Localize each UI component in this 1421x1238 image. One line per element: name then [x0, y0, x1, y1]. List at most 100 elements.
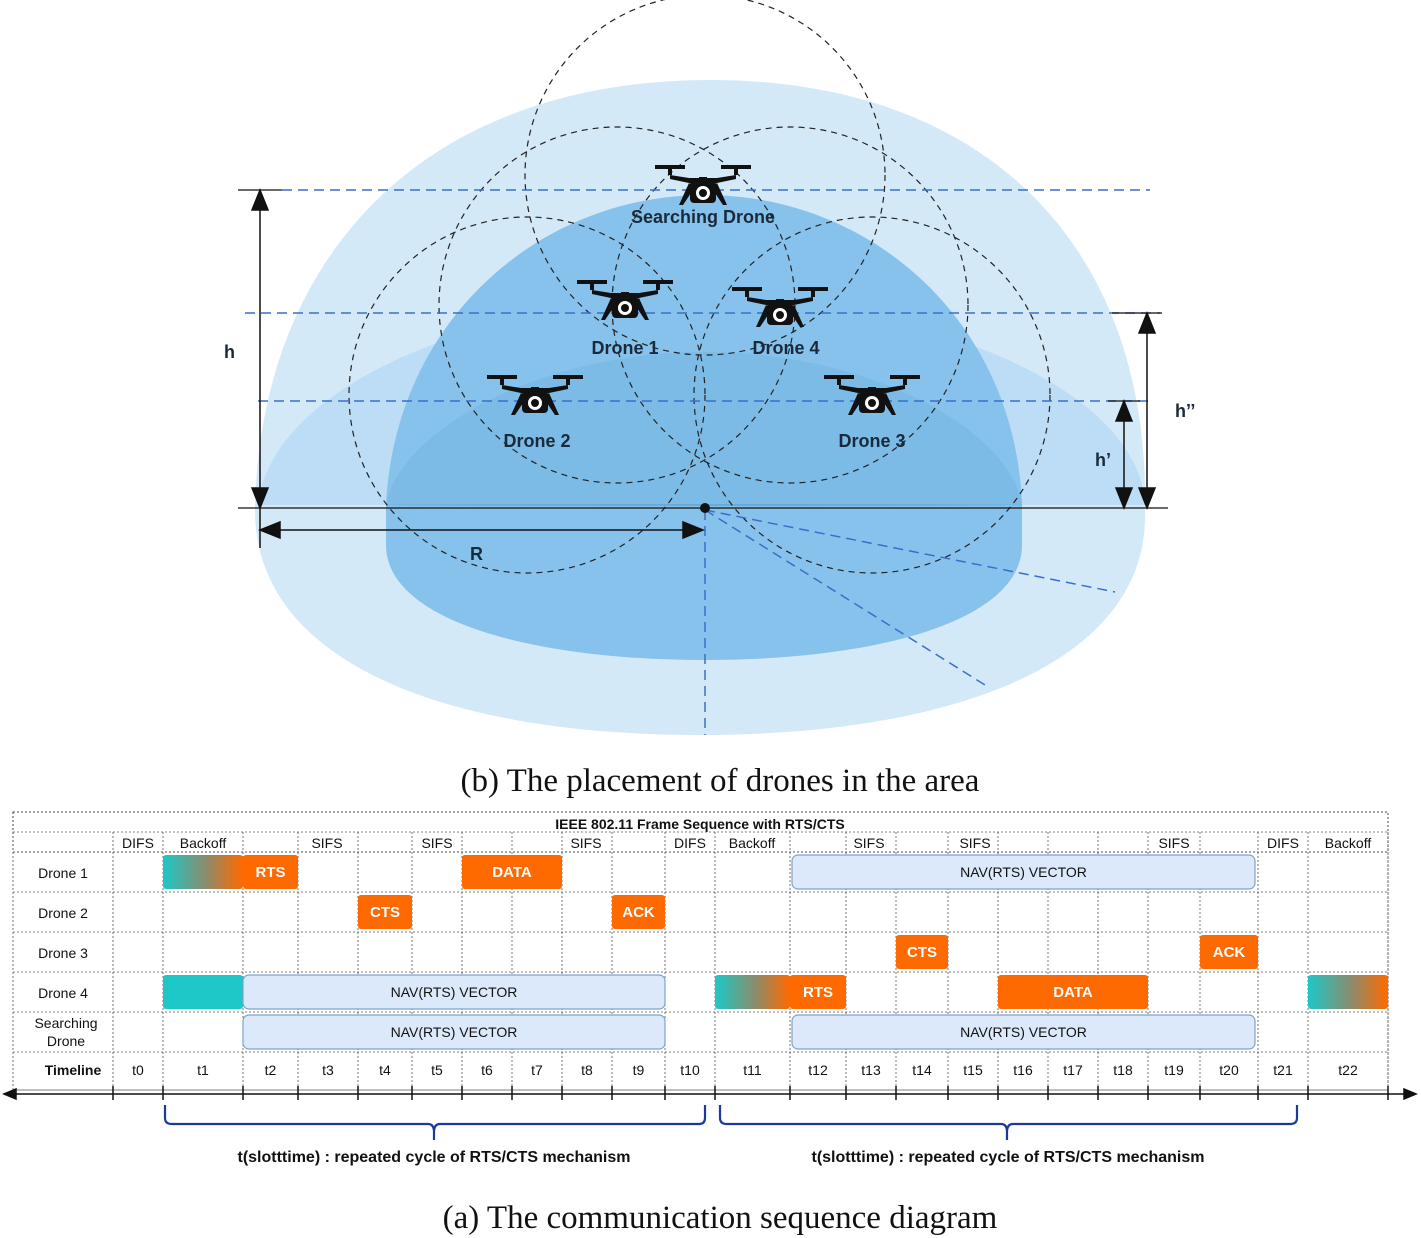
- drone4-nav-vector-label: NAV(RTS) VECTOR: [391, 984, 518, 1000]
- drone2-cts: [358, 895, 412, 929]
- drone4-data-label: DATA: [1053, 984, 1093, 1001]
- phase-label: SIFS: [1158, 835, 1189, 851]
- frames: RTS DATA NAV(RTS) VECTOR CTS ACK CTS ACK NAV(RT…: [163, 854, 1388, 1050]
- row-label-drone2: Drone 2: [38, 905, 88, 921]
- brace-label-2: t(slotttime) : repeated cycle of RTS/CTS…: [812, 1149, 1205, 1166]
- phase-label: SIFS: [853, 835, 884, 851]
- phase-labels: DIFS Backoff SIFS SIFS SIFS DIFS Backoff SIFS SI…: [122, 835, 1371, 851]
- label-r: R: [470, 544, 483, 564]
- time-label-t8: t8: [581, 1062, 593, 1078]
- searching-nav-vector-2: [791, 1014, 1256, 1050]
- time-label-t19: t19: [1164, 1062, 1184, 1078]
- phase-label: SIFS: [570, 835, 601, 851]
- time-label-t5: t5: [431, 1062, 443, 1078]
- timeline-axis: [2, 1087, 1418, 1101]
- caption-a: (a) The communication sequence diagram: [443, 1200, 998, 1236]
- row-label-drone1: Drone 1: [38, 865, 88, 881]
- ground-station-point: [700, 503, 710, 513]
- time-label-t9: t9: [633, 1062, 645, 1078]
- time-label-t12: t12: [808, 1062, 828, 1078]
- phase-label: DIFS: [674, 835, 706, 851]
- drone1-label: Drone 1: [591, 338, 658, 358]
- sequence-title: IEEE 802.11 Frame Sequence with RTS/CTS: [555, 816, 844, 832]
- drone1-rts-label: RTS: [256, 864, 286, 881]
- time-label-t21: t21: [1273, 1062, 1293, 1078]
- time-label-t20: t20: [1219, 1062, 1239, 1078]
- brace-label-1: t(slotttime) : repeated cycle of RTS/CTS…: [238, 1149, 631, 1166]
- phase-label: SIFS: [421, 835, 452, 851]
- time-label-t3: t3: [322, 1062, 334, 1078]
- drone1-nav-vector-label: NAV(RTS) VECTOR: [960, 864, 1087, 880]
- time-label-t13: t13: [861, 1062, 881, 1078]
- h-prime-arrow: [1114, 398, 1134, 511]
- drone3-ack-label: ACK: [1213, 944, 1246, 961]
- drone2-label: Drone 2: [503, 431, 570, 451]
- time-label-t7: t7: [531, 1062, 543, 1078]
- range-circles: [348, 0, 1051, 574]
- row-label-searching-line2: Drone: [47, 1033, 85, 1049]
- drone3-cts-label: CTS: [907, 944, 937, 961]
- label-h-double-prime: h’’: [1175, 401, 1195, 421]
- drone4-rts: [790, 975, 846, 1009]
- time-label-t0: t0: [132, 1062, 144, 1078]
- row-label-searching-line1: Searching: [34, 1015, 97, 1031]
- time-label-t11: t11: [743, 1062, 762, 1078]
- time-label-t2: t2: [265, 1062, 277, 1078]
- time-label-t10: t10: [680, 1062, 700, 1078]
- drone1-nav-vector: [791, 854, 1256, 890]
- brace-cycle-2: [718, 1105, 1299, 1140]
- placement-diagram: h h’’ h’ R Searching Drone Drone 1 Drone…: [224, 0, 1195, 735]
- row-label-timeline: Timeline: [45, 1062, 102, 1078]
- time-label-t22: t22: [1338, 1062, 1358, 1078]
- drone2-ack: [612, 895, 665, 929]
- sequence-diagram: IEEE 802.11 Frame Sequence with RTS/CTS …: [2, 811, 1418, 1166]
- phase-label: Backoff: [1325, 835, 1372, 851]
- sequence-grid: [12, 831, 1389, 1091]
- range-circle-drone1: [438, 126, 796, 484]
- brace-cycle-1: [163, 1105, 707, 1140]
- range-circle-drone4: [611, 126, 969, 484]
- time-label-t1: t1: [197, 1062, 209, 1078]
- drone4-backoff-2: [715, 975, 790, 1009]
- drone2-cts-label: CTS: [370, 904, 400, 921]
- searching-nav-vector-1: [242, 1014, 666, 1050]
- timeline-ticks: [112, 1086, 1389, 1100]
- drone1-backoff: [163, 855, 243, 889]
- searching-drone-label: Searching Drone: [631, 207, 775, 227]
- r-dimension-arrow: [257, 508, 706, 548]
- label-h-prime: h’: [1095, 450, 1111, 470]
- drone1-data: [462, 855, 562, 889]
- row-label-drone4: Drone 4: [38, 985, 88, 1001]
- drone4-data: [998, 975, 1148, 1009]
- drone1-rts: [243, 855, 298, 889]
- h-dimension-arrow: [250, 187, 270, 511]
- time-label-t16: t16: [1013, 1062, 1033, 1078]
- range-circle-drone3: [693, 216, 1051, 574]
- time-label-t17: t17: [1063, 1062, 1083, 1078]
- time-label-t14: t14: [912, 1062, 932, 1078]
- drone2-ack-label: ACK: [622, 904, 655, 921]
- drone3-cts: [896, 935, 948, 969]
- time-label-t6: t6: [481, 1062, 493, 1078]
- drone4-backoff-3: [1308, 975, 1388, 1009]
- drone4-backoff-1: [163, 975, 243, 1009]
- drone4-label: Drone 4: [752, 338, 819, 358]
- phase-label: Backoff: [180, 835, 227, 851]
- time-label-t15: t15: [963, 1062, 983, 1078]
- time-label-t18: t18: [1113, 1062, 1133, 1078]
- phase-label: SIFS: [959, 835, 990, 851]
- searching-nav-vector-1-label: NAV(RTS) VECTOR: [391, 1024, 518, 1040]
- phase-label: DIFS: [122, 835, 154, 851]
- range-circle-drone2: [348, 216, 706, 574]
- label-h: h: [224, 342, 235, 362]
- caption-b: (b) The placement of drones in the area: [461, 763, 980, 799]
- drone4-rts-label: RTS: [803, 984, 833, 1001]
- drone3-label: Drone 3: [838, 431, 905, 451]
- phase-label: SIFS: [311, 835, 342, 851]
- phase-label: Backoff: [729, 835, 776, 851]
- phase-label: DIFS: [1267, 835, 1299, 851]
- drone4-nav-vector: [242, 974, 666, 1010]
- drone1-data-label: DATA: [492, 864, 532, 881]
